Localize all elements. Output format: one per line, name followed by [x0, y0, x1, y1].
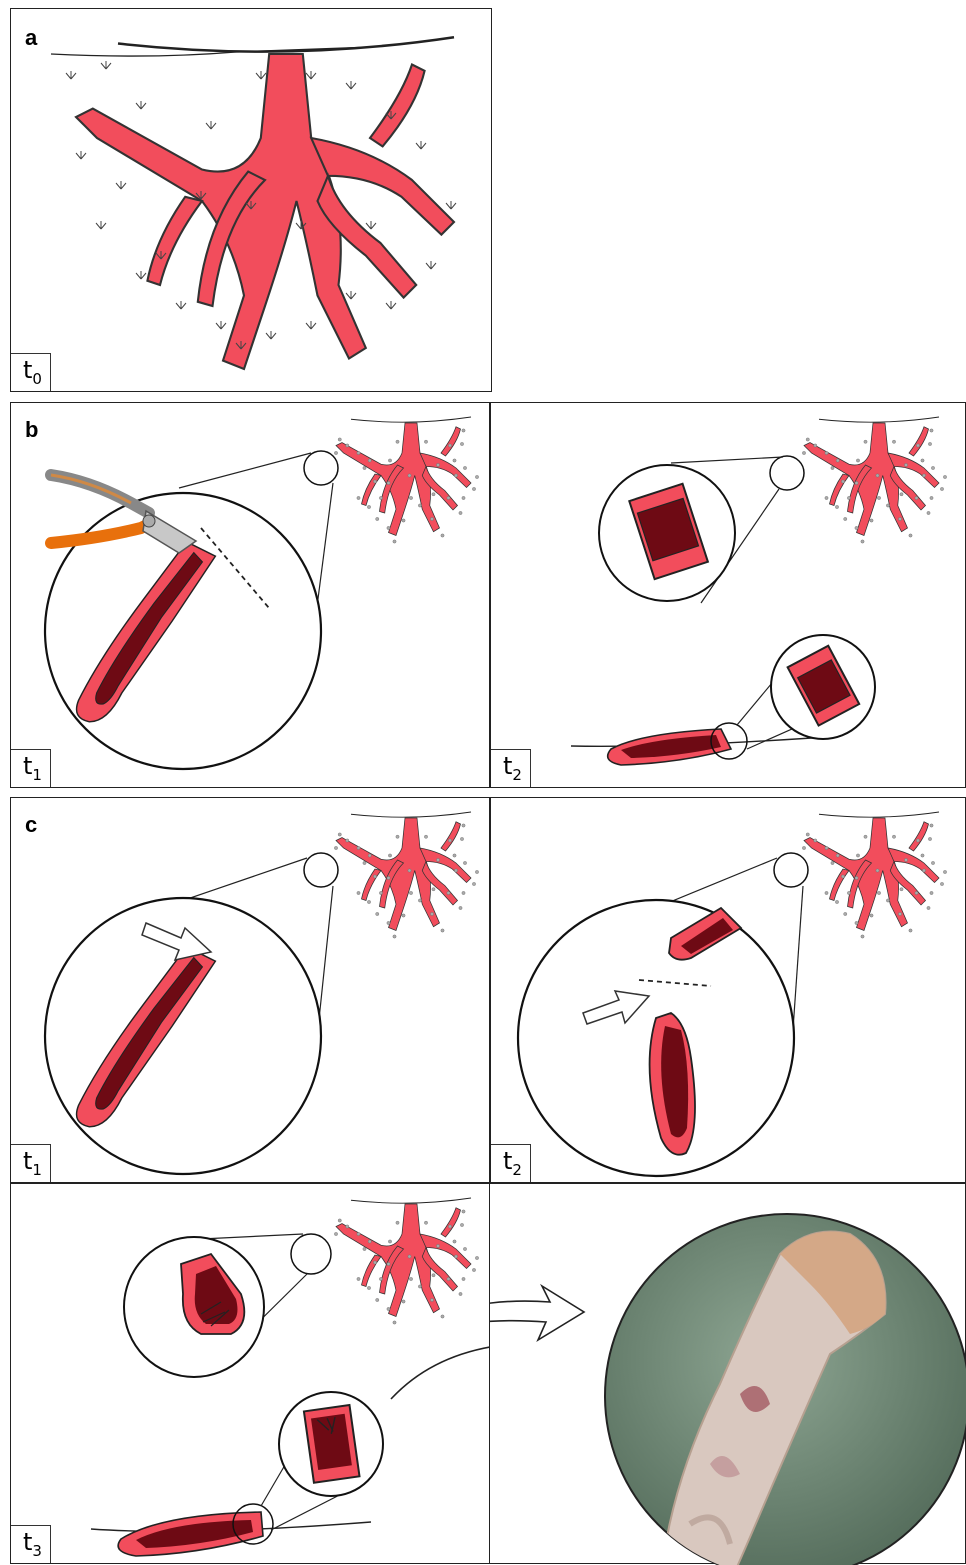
panel-a: a t0	[10, 8, 492, 392]
time-label-b-t2: t2	[491, 749, 531, 787]
time-label-c-t1: t1	[11, 1144, 51, 1182]
coral-colony-small	[802, 417, 946, 543]
time-label-c-t3: t3	[11, 1525, 51, 1563]
panel-c-t1: c t1	[10, 797, 490, 1183]
coral-colony-small	[334, 812, 478, 938]
panel-b-t1: b t1	[10, 402, 490, 788]
coral-colony-small	[334, 417, 478, 543]
arrow-icon	[391, 1343, 491, 1399]
panel-c-t3: t3	[10, 1183, 490, 1564]
panel-c-t2: t2	[490, 797, 966, 1183]
time-label-t0: t0	[11, 353, 51, 391]
time-label-b-t1: t1	[11, 749, 51, 787]
coral-colony-small	[802, 812, 946, 938]
panel-b-t2: t2	[490, 402, 966, 788]
coral-colony-small	[334, 1198, 478, 1324]
coral-colony	[11, 9, 493, 393]
time-label-c-t2: t2	[491, 1144, 531, 1182]
panel-photo	[490, 1183, 966, 1564]
